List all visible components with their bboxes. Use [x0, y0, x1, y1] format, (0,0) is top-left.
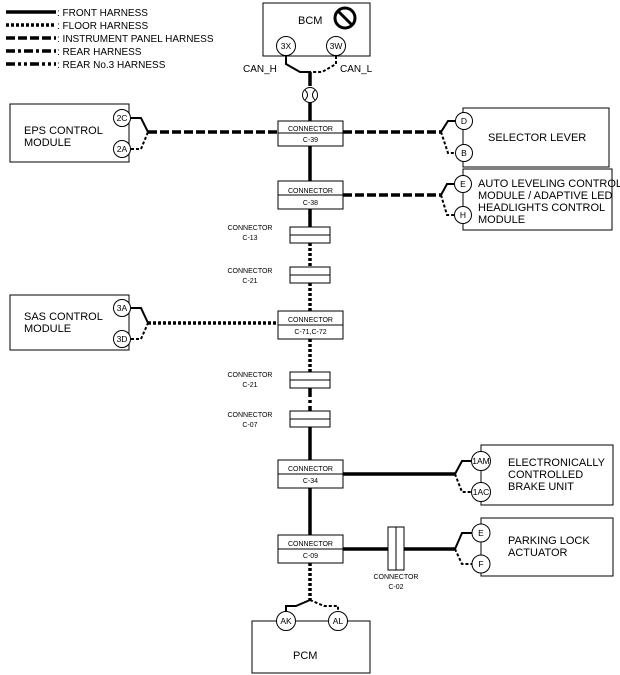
connector-c07: CONNECTOR C-07: [228, 410, 331, 429]
brake-pin-1am: 1AM: [472, 456, 489, 466]
parking-pin-f: F: [478, 559, 483, 569]
auto-leveling-line1: AUTO LEVELING CONTROL: [478, 178, 620, 190]
brake-pin-1ac: 1AC: [473, 487, 490, 497]
selector-lever: SELECTOR LEVER D B: [455, 107, 610, 168]
connector-c21b-label: CONNECTOR: [228, 372, 273, 379]
pcm-pin-ak: AK: [280, 616, 292, 626]
connector-c21-lower: CONNECTOR C-21: [228, 371, 331, 389]
connector-c38-label: CONNECTOR: [288, 188, 333, 195]
bcm-module: BCM 3X 3W: [262, 2, 371, 57]
auto-leveling-module: AUTO LEVELING CONTROL MODULE / ADAPTIVE …: [454, 168, 620, 231]
pcm-module: PCM AK AL: [251, 611, 371, 674]
connector-c13-id: C-13: [242, 235, 257, 242]
brake-label-1: ELECTRONICALLY: [508, 457, 606, 469]
connector-c13: CONNECTOR C-13: [228, 225, 331, 244]
connector-c02: CONNECTOR C-02: [374, 526, 419, 591]
selector-pin-d: D: [461, 116, 467, 126]
connector-c02-label: CONNECTOR: [374, 574, 419, 581]
connector-c21a-id: C-21: [242, 278, 257, 285]
connector-c39-id: C-39: [303, 137, 318, 144]
connector-c09-id: C-09: [303, 553, 318, 560]
parking-lock-actuator: PARKING LOCK ACTUATOR E F: [471, 517, 614, 577]
connector-c71-id: C-71,C-72: [294, 329, 326, 336]
connector-c07-id: C-07: [242, 422, 257, 429]
bcm-pin-3x: 3X: [281, 41, 292, 51]
brake-label-3: BRAKE UNIT: [508, 481, 574, 493]
connector-c09: CONNECTOR C-09: [277, 534, 344, 564]
eps-label-2: MODULE: [24, 137, 71, 149]
legend-rear: : REAR HARNESS: [57, 47, 142, 58]
eps-control-module: EPS CONTROL MODULE 2C 2A: [9, 103, 131, 163]
sas-label-2: MODULE: [24, 323, 71, 335]
parking-label-2: ACTUATOR: [508, 547, 568, 559]
prohibited-icon: [333, 6, 357, 30]
legend-front: : FRONT HARNESS: [57, 8, 148, 19]
auto-leveling-pin-e: E: [460, 179, 466, 189]
connector-c21-upper: CONNECTOR C-21: [228, 266, 331, 285]
pcm-pin-al: AL: [333, 616, 344, 626]
connector-c71-label: CONNECTOR: [288, 317, 333, 324]
legend-rear-no3: : REAR No.3 HARNESS: [57, 60, 166, 71]
bcm-label: BCM: [298, 15, 322, 27]
connector-c21b-id: C-21: [242, 382, 257, 389]
auto-leveling-pin-h: H: [460, 210, 466, 220]
sas-control-module: SAS CONTROL MODULE 3A 3D: [9, 294, 131, 351]
connector-c39: CONNECTOR C-39: [277, 120, 344, 147]
connector-c38: CONNECTOR C-38: [277, 180, 344, 210]
auto-leveling-line3: HEADLIGHTS CONTROL: [478, 202, 605, 214]
connector-c39-label: CONNECTOR: [288, 126, 333, 133]
pcm-label: PCM: [293, 650, 317, 662]
sas-label-1: SAS CONTROL: [24, 311, 103, 323]
eps-pin-2a: 2A: [117, 144, 128, 154]
connector-c34: CONNECTOR C-34: [277, 459, 344, 489]
connector-c09-label: CONNECTOR: [288, 541, 333, 548]
legend-floor: : FLOOR HARNESS: [57, 21, 148, 32]
twisted-pair-icon: [302, 87, 318, 103]
connector-c34-id: C-34: [303, 478, 318, 485]
brake-label-2: CONTROLLED: [508, 469, 583, 481]
connector-c07-label: CONNECTOR: [228, 412, 273, 419]
eps-pin-2c: 2C: [117, 113, 128, 123]
bcm-pin-3w: 3W: [330, 41, 343, 51]
connector-c13-label: CONNECTOR: [228, 225, 273, 232]
sas-pin-3a: 3A: [117, 303, 128, 313]
legend-instrument-panel: : INSTRUMENT PANEL HARNESS: [57, 34, 214, 45]
auto-leveling-line2: MODULE / ADAPTIVE LED: [478, 190, 613, 202]
auto-leveling-line4: MODULE: [478, 214, 525, 226]
legend: : FRONT HARNESS : FLOOR HARNESS : INSTRU…: [6, 8, 214, 71]
connector-c71-c72: CONNECTOR C-71,C-72: [277, 310, 344, 340]
connector-c38-id: C-38: [303, 200, 318, 207]
sas-pin-3d: 3D: [117, 334, 128, 344]
can-l-label: CAN_L: [340, 64, 373, 75]
parking-label-1: PARKING LOCK: [508, 535, 590, 547]
parking-pin-e: E: [478, 528, 484, 538]
eps-label-1: EPS CONTROL: [24, 125, 103, 137]
connector-c21a-label: CONNECTOR: [228, 268, 273, 275]
connector-c02-id: C-02: [388, 584, 403, 591]
can-h-label: CAN_H: [243, 64, 277, 75]
connector-c34-label: CONNECTOR: [288, 466, 333, 473]
brake-unit: ELECTRONICALLY CONTROLLED BRAKE UNIT 1AM…: [471, 444, 614, 506]
selector-pin-b: B: [461, 148, 467, 158]
selector-label: SELECTOR LEVER: [488, 132, 586, 144]
